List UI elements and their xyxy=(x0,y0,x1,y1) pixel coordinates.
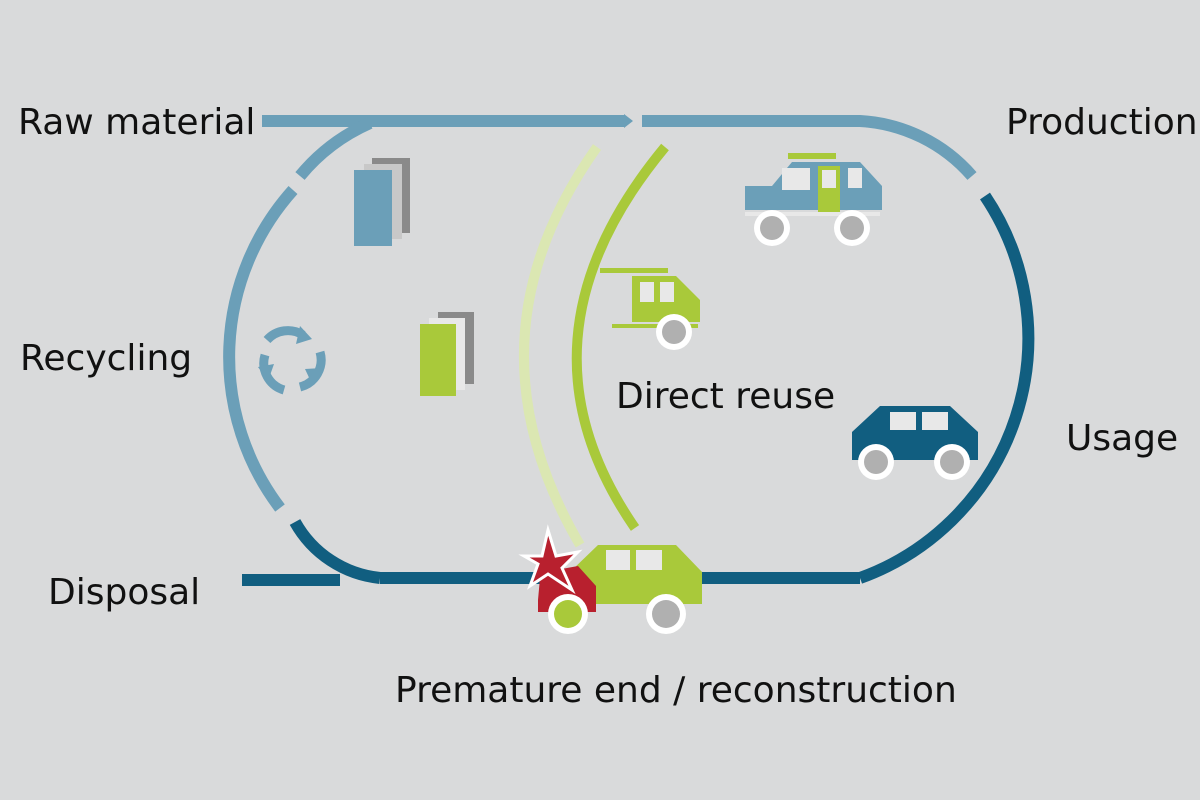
material-sheets-icon xyxy=(354,158,410,246)
label-disposal: Disposal xyxy=(48,572,200,613)
label-recycling: Recycling xyxy=(20,338,192,379)
production-flow-line xyxy=(642,115,977,180)
crashed-car-icon xyxy=(518,524,702,634)
raw-material-arrow-tip xyxy=(624,114,633,128)
disposal-curve xyxy=(289,518,381,584)
production-car-icon xyxy=(745,153,882,246)
label-raw-material: Raw material xyxy=(18,102,255,143)
usage-arc xyxy=(857,192,1035,584)
direct-reuse-loop xyxy=(571,143,669,531)
label-direct-reuse: Direct reuse xyxy=(616,376,835,417)
label-production: Production xyxy=(1006,102,1198,143)
green-material-sheets-icon xyxy=(420,312,474,396)
recycle-arrows-icon xyxy=(258,326,326,395)
usage-car-icon xyxy=(852,406,978,480)
crash-star-icon xyxy=(518,524,583,595)
reuse-car-icon xyxy=(600,268,700,350)
label-usage: Usage xyxy=(1066,418,1178,459)
label-premature-end: Premature end / reconstruction xyxy=(395,670,957,711)
recycling-arc-top xyxy=(295,117,373,180)
reconstruction-loop xyxy=(519,144,602,548)
recycling-arc xyxy=(223,185,298,512)
